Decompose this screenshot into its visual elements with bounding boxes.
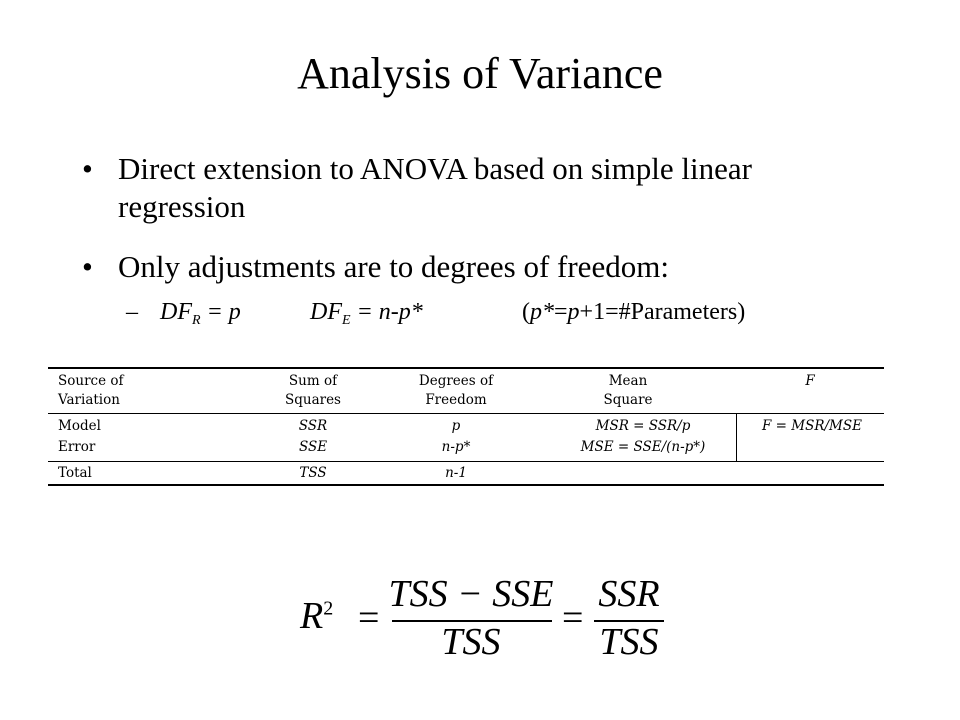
sub-bullet-marker: – [126,299,138,325]
parameter-note: (p*=p+1=#Parameters) [522,299,746,325]
header-f: F [805,373,815,389]
formula-frac1-denominator: TSS [441,621,501,663]
bullet-marker: • [82,249,93,284]
formula-lhs: R2 [300,595,334,637]
table-bottom-rule [48,484,884,486]
row-error-ms: MSE = SSE/(n-p*) [580,439,706,455]
slide-title: Analysis of Variance [297,49,663,98]
row-model-source: Model [58,418,101,434]
df-error: DFE = n-p* [310,299,423,328]
row-total-df: n-1 [445,465,467,481]
row-total-source: Total [58,465,92,481]
bullet-text: Direct extension to ANOVA based on simpl… [118,151,752,224]
row-error-ss: SSE [298,439,328,455]
row-model-ss: SSR [298,418,328,434]
row-total-ss: TSS [299,465,327,481]
formula-frac2-numerator: SSR [598,573,660,615]
bullet-item-2: • Only adjustments are to degrees of fre… [82,248,838,286]
formula-frac2-denominator: TSS [599,621,659,663]
df-regression: DFR = p [160,299,241,328]
row-model-ms: MSR = SSR/p [595,418,691,434]
formula-frac2-bar [594,620,664,622]
bullet-text: Only adjustments are to degrees of freed… [118,249,669,284]
table-header-rule [48,413,884,414]
r-squared-formula: R2 = TSS − SSE TSS = SSR TSS [296,566,676,666]
bullet-marker: • [82,151,93,186]
table-total-rule [48,461,884,462]
formula-equals-2: = [562,597,584,639]
row-error-df: n-p* [441,439,471,455]
row-model-df: p [451,418,461,434]
row-model-f: F = MSR/MSE [762,418,862,434]
formula-frac1-numerator: TSS − SSE [388,573,554,615]
table-column-divider [736,413,737,462]
table-top-rule [48,367,884,369]
row-error-source: Error [58,439,96,455]
formula-equals-1: = [358,597,380,639]
formula-frac1-bar [392,620,552,622]
bullet-item-1: • Direct extension to ANOVA based on sim… [82,150,838,226]
